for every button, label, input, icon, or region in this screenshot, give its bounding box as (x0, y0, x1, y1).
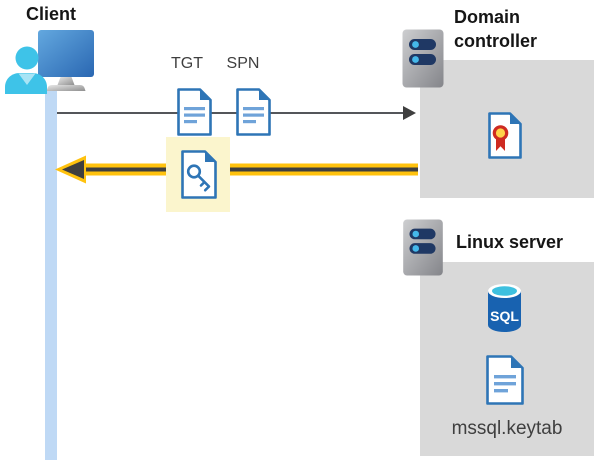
linux-server-label: Linux server (456, 232, 564, 252)
spn-label: SPN (226, 55, 260, 72)
domain-controller-server-icon (402, 29, 444, 88)
sql-database-icon: SQL (488, 284, 521, 332)
client-lifeline-bar (45, 91, 57, 460)
request-arrow-head (403, 106, 416, 120)
tgt-label: TGT (171, 55, 203, 72)
spn-document-icon (236, 88, 271, 136)
keytab-label: mssql.keytab (451, 418, 563, 439)
keytab-document-icon (486, 355, 524, 405)
monitor-icon (38, 30, 94, 91)
linux-server-icon (403, 219, 443, 276)
sql-icon-text: SQL (490, 308, 519, 324)
user-icon (5, 46, 47, 94)
certificate-icon (488, 112, 522, 159)
client-label: Client (26, 4, 77, 24)
domain-controller-label: Domain controller (454, 7, 538, 51)
key-document-icon (181, 150, 217, 199)
response-arrow (55, 155, 418, 184)
tgt-document-icon (177, 88, 212, 136)
request-arrow-line (57, 112, 404, 114)
